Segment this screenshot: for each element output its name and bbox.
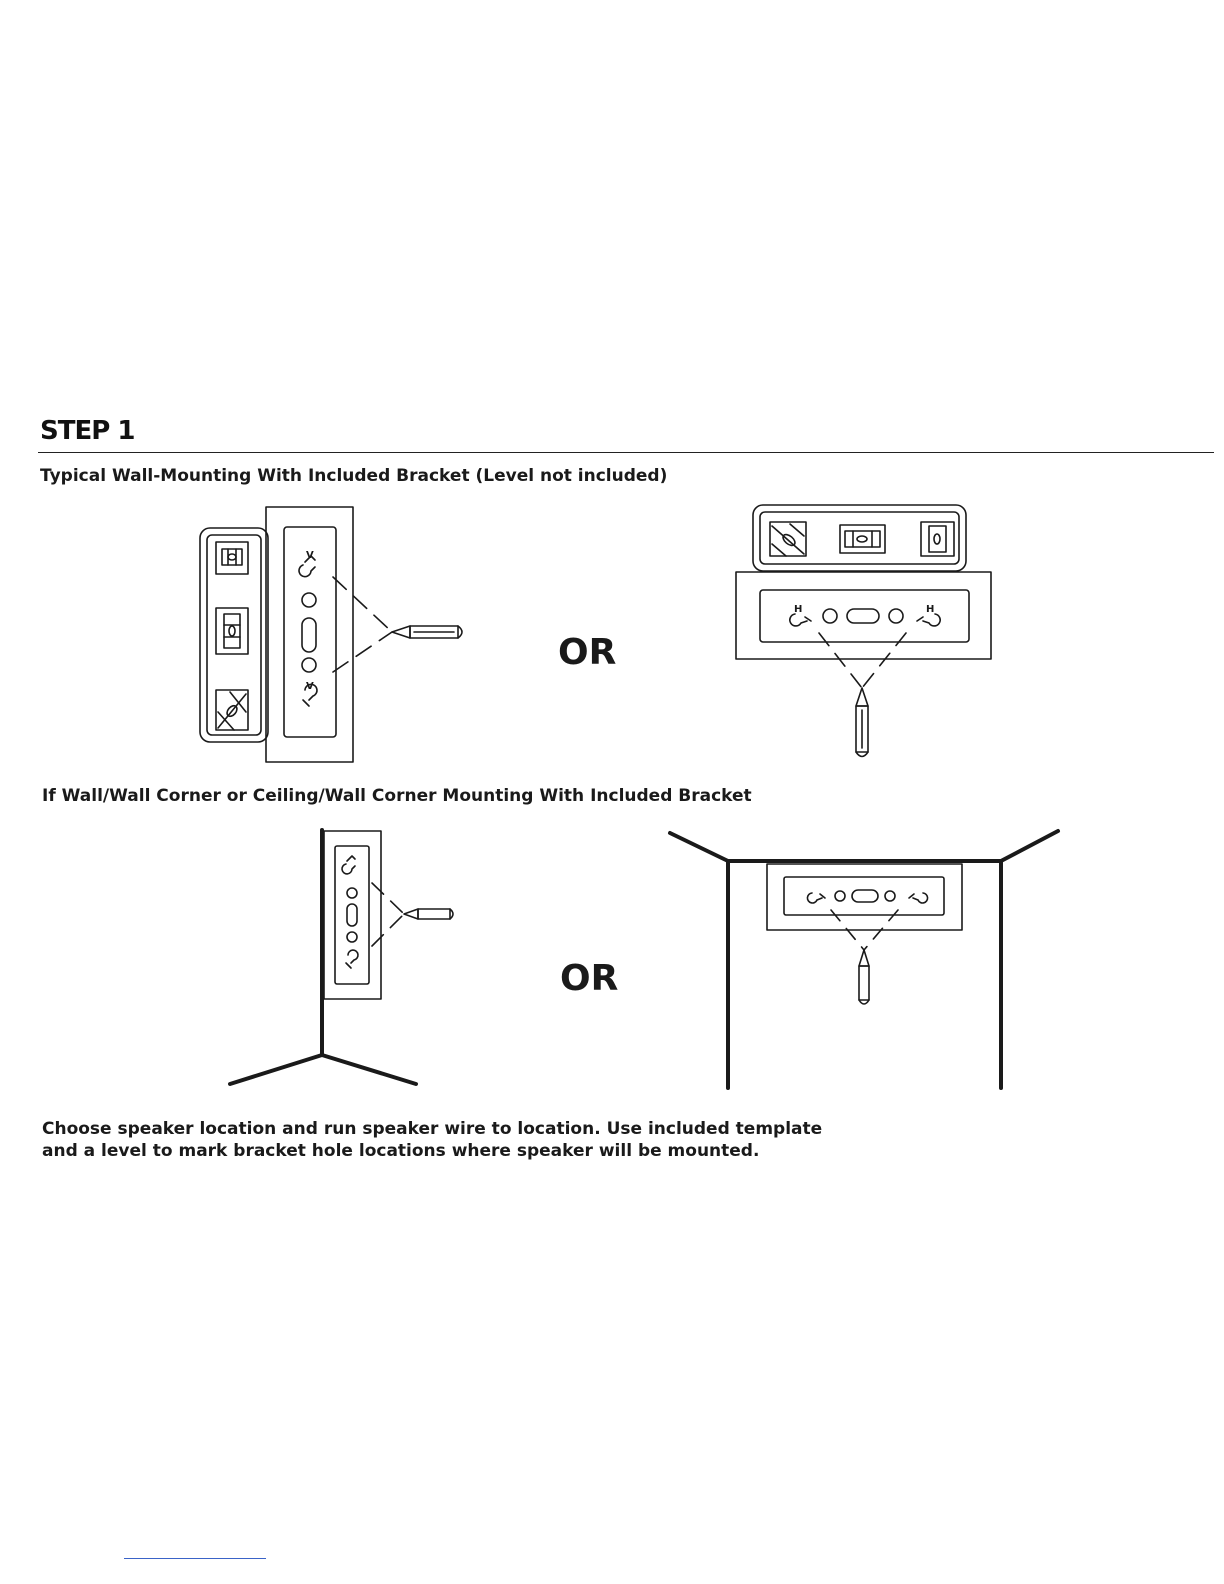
ceiling-bracket-template: [766, 863, 963, 931]
title-divider: [38, 452, 1214, 453]
or-label-2: OR: [560, 958, 618, 999]
wall-bracket-template-horizontal: H H: [735, 571, 992, 660]
step-title: STEP 1: [40, 416, 135, 446]
or-label-1: OR: [558, 632, 616, 673]
instructions-line-1: Choose speaker location and run speaker …: [42, 1119, 823, 1139]
pencil-icon-corner: [403, 908, 454, 920]
vertical-wall-mount-diagram: V V: [199, 506, 463, 763]
section-1-heading: Typical Wall-Mounting With Included Brac…: [40, 466, 668, 486]
svg-text:V: V: [306, 681, 314, 692]
horizontal-level-icon: [752, 504, 967, 572]
instructions-paragraph: Choose speaker location and run speaker …: [42, 1118, 823, 1162]
wall-bracket-template-vertical: V V: [265, 506, 354, 763]
section-2-heading: If Wall/Wall Corner or Ceiling/Wall Corn…: [42, 786, 752, 806]
ceiling-corner-mount-diagram: [668, 829, 1060, 1090]
wall-corner-mount-diagram: [228, 828, 454, 1086]
svg-text:H: H: [794, 604, 802, 615]
svg-text:V: V: [306, 550, 314, 561]
corner-bracket-template: [323, 830, 382, 1000]
horizontal-wall-mount-diagram: H H: [735, 504, 992, 758]
pencil-icon-ceiling: [858, 949, 870, 1005]
instructions-line-2: and a level to mark bracket hole locatio…: [42, 1141, 760, 1161]
pencil-icon-vertical: [855, 687, 869, 758]
footer-link-underline[interactable]: [124, 1558, 266, 1559]
svg-text:H: H: [926, 604, 934, 615]
pencil-icon-horizontal: [391, 625, 463, 639]
vertical-level-icon: [199, 527, 269, 743]
